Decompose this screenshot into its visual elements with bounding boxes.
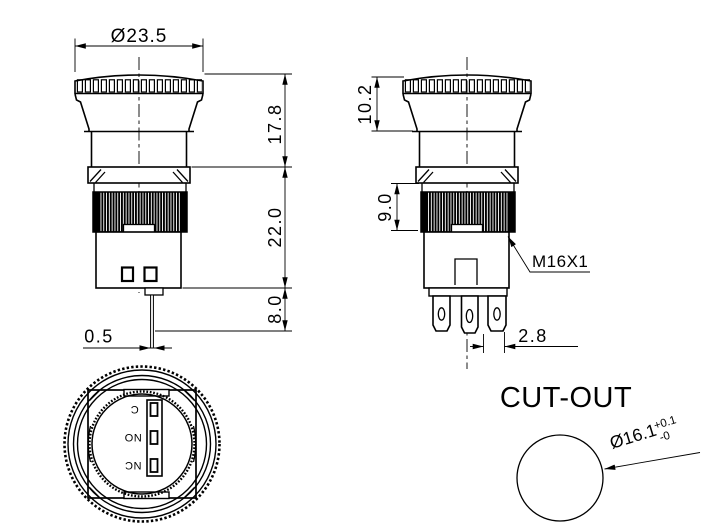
cutout-hole-diameter: Ø16.1 xyxy=(607,420,658,453)
terminal-right xyxy=(487,295,507,332)
cutout-view: CUT-OUT Ø16.1 +0.1 -0 xyxy=(500,382,701,522)
terminal-hole-center xyxy=(465,308,474,324)
front-view xyxy=(74,57,204,349)
dim-terminal-width: 2.8 xyxy=(518,326,548,346)
dim-terminal-height: 8.0 xyxy=(265,294,285,324)
side-threaded-body xyxy=(423,231,510,289)
thread-leader-line xyxy=(507,236,590,273)
side-bezel xyxy=(415,166,519,184)
front-terminal-window-left xyxy=(120,266,135,283)
terminal-left xyxy=(432,295,451,332)
dim-head-height: 17.8 xyxy=(265,103,285,144)
dim-bushing-height: 9.0 xyxy=(375,192,395,222)
dim-side-head-height: 10.2 xyxy=(355,83,375,124)
front-pin xyxy=(150,294,154,349)
front-view-dimensions: Ø23.5 17.8 22.0 8.0 0.5 xyxy=(74,26,292,351)
cutout-hole-circle xyxy=(516,434,604,522)
cutout-leader-line xyxy=(604,452,701,470)
bottom-terminal-slot-nc xyxy=(149,458,159,473)
cutout-tolerance-lower: -0 xyxy=(658,430,671,444)
side-view-dimensions: 10.2 9.0 M16X1 2.8 xyxy=(355,76,590,353)
bottom-knurled-edge xyxy=(63,365,221,523)
front-bezel xyxy=(87,166,191,184)
thread-spec-label: M16X1 xyxy=(532,252,588,271)
side-latch-detail xyxy=(454,258,478,285)
front-body xyxy=(95,231,182,289)
side-head-crown-outline xyxy=(402,74,532,94)
dim-body-height: 22.0 xyxy=(265,206,285,247)
terminal-label-c: C xyxy=(130,403,138,415)
terminal-hole-right xyxy=(493,307,501,321)
front-head-crown-outline xyxy=(74,74,204,94)
side-head-crown-slots xyxy=(404,79,530,93)
side-view xyxy=(402,57,532,369)
cutout-title: CUT-OUT xyxy=(500,382,632,414)
bottom-terminal-slot-no xyxy=(149,430,159,445)
terminal-label-nc: NC xyxy=(125,459,142,471)
bottom-terminal-slot-c xyxy=(149,402,159,417)
dim-head-diameter: Ø23.5 xyxy=(111,26,168,47)
terminal-label-no: NO xyxy=(124,431,142,443)
bottom-view: C NO NC xyxy=(63,365,221,523)
terminal-center xyxy=(460,295,479,334)
terminal-hole-left xyxy=(437,307,446,321)
front-head-crown-slots xyxy=(76,79,202,93)
bottom-inner-toothed-ring xyxy=(88,390,196,498)
front-terminal-window-right xyxy=(143,266,158,283)
cutout-dimension-label: Ø16.1 +0.1 -0 xyxy=(607,414,677,453)
dim-pin-thickness: 0.5 xyxy=(84,327,114,347)
